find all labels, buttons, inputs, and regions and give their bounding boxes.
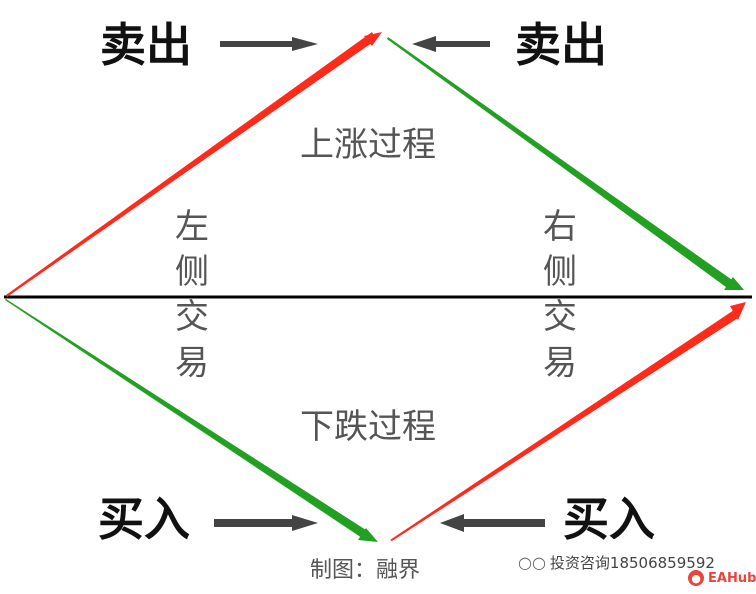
- watermark-account: ○○ 投资咨询18506859592: [518, 552, 715, 573]
- buy-label-left: 买入: [98, 492, 190, 546]
- rise-process-label: 上涨过程: [300, 125, 436, 165]
- sell-label-right: 卖出: [515, 18, 607, 72]
- rise-arrow-right: [390, 310, 738, 541]
- pointer-sell-right: [412, 36, 490, 52]
- eahub-logo-icon: ●: [688, 570, 704, 586]
- account-handle: 投资咨询18506859592: [549, 554, 715, 572]
- rise-arrow-right-head: [730, 302, 746, 320]
- fall-process-label: 下跌过程: [300, 407, 436, 447]
- eahub-badge: ● EAHub: [688, 570, 756, 586]
- buy-label-right: 买入: [563, 492, 655, 546]
- fall-arrow-right-head: [724, 277, 744, 290]
- pointer-buy-right: [440, 514, 545, 532]
- fall-arrow-left-head: [358, 528, 378, 542]
- pointer-sell-left: [220, 37, 318, 51]
- right-side-trading-label: 右侧交易: [543, 207, 577, 383]
- fall-arrow-right: [387, 37, 735, 290]
- left-side-trading-label: 左侧交易: [175, 207, 209, 383]
- wechat-icon: ○○: [518, 553, 546, 572]
- chart-credit: 制图：融界: [310, 558, 421, 583]
- sell-label-left: 卖出: [100, 18, 192, 72]
- fall-arrow-left: [5, 299, 366, 538]
- eahub-badge-text: EAHub: [708, 570, 756, 586]
- pointer-buy-left: [214, 515, 318, 531]
- rise-arrow-left-head: [364, 32, 382, 46]
- pointer-arrows: [214, 36, 545, 532]
- rise-arrow-left: [6, 32, 376, 297]
